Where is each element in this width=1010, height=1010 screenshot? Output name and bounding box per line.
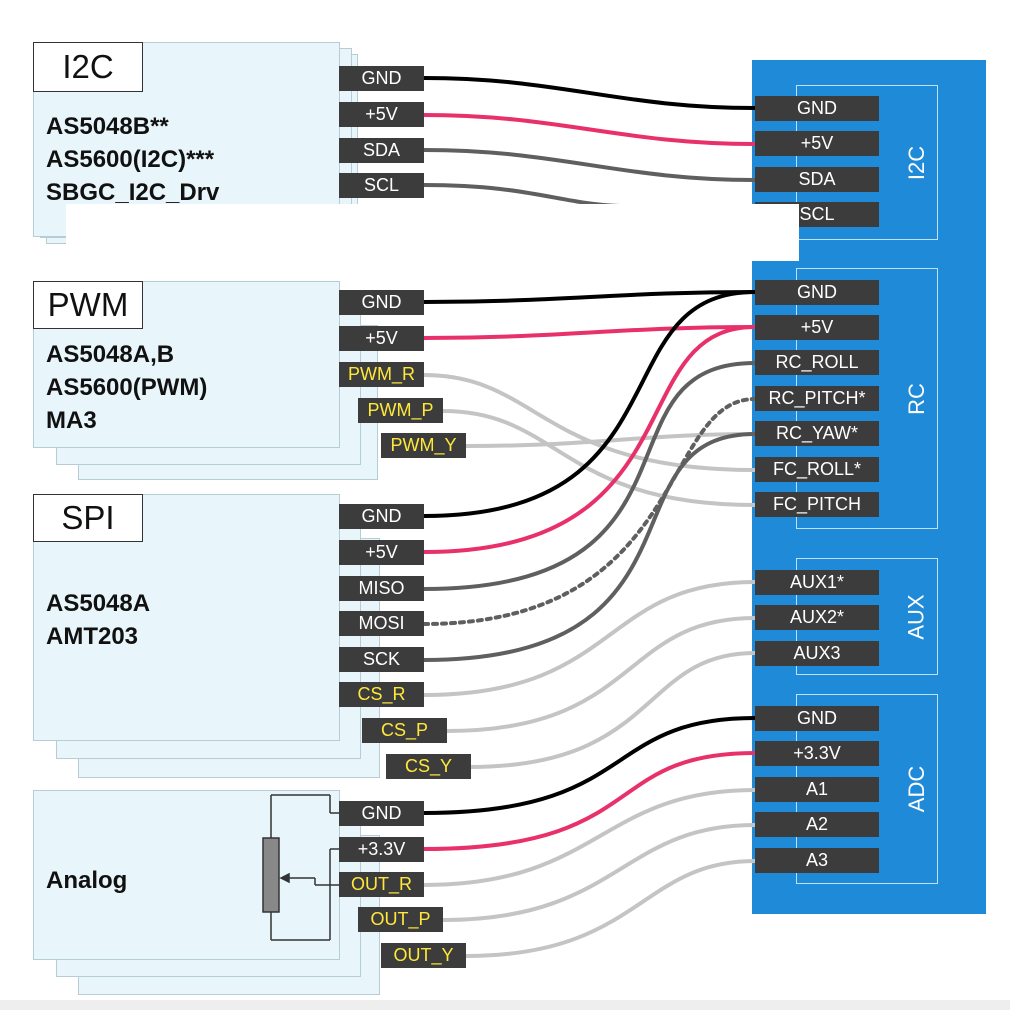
fc-rc-pin-rc-yaw: RC_YAW* bbox=[755, 421, 879, 446]
wire-i2c-gnd bbox=[422, 76, 757, 110]
wire-cs-p-to-aux2 bbox=[445, 616, 757, 733]
wire-pwm-y-to-rc-yaw bbox=[464, 432, 757, 448]
pwm-title: PWM bbox=[33, 281, 143, 329]
analog-pin-out-y: OUT_Y bbox=[381, 943, 466, 968]
wire-i2c-sda bbox=[422, 148, 757, 182]
fc-adc-pin-3v3: +3.3V bbox=[755, 741, 879, 766]
i2c-pin-gnd: GND bbox=[339, 66, 424, 91]
spi-title: SPI bbox=[33, 494, 143, 542]
wire-cs-y-to-aux3 bbox=[468, 651, 757, 769]
wire-sck-to-rc-yaw bbox=[422, 432, 757, 662]
pwm-models: AS5048A,B AS5600(PWM) MA3 bbox=[46, 338, 207, 437]
i2c-pin-sda: SDA bbox=[339, 138, 424, 163]
fc-aux-pin-aux3: AUX3 bbox=[755, 641, 879, 666]
fc-adc-pin-a3: A3 bbox=[755, 848, 879, 873]
pwm-pin-y: PWM_Y bbox=[381, 433, 466, 458]
fc-rc-pin-fc-roll: FC_ROLL* bbox=[755, 457, 879, 482]
i2c-models: AS5048B** AS5600(I2C)*** SBGC_I2C_Drv bbox=[46, 110, 219, 209]
spi-pin-cs-r: CS_R bbox=[339, 682, 424, 707]
wire-cs-r-to-aux1 bbox=[422, 580, 757, 697]
fc-adc-pin-a2: A2 bbox=[755, 812, 879, 837]
i2c-pin-scl: SCL bbox=[339, 173, 424, 198]
spi-model-1: AS5048A bbox=[46, 590, 151, 617]
spi-pin-miso: MISO bbox=[339, 576, 424, 601]
fc-rc-pin-fc-pitch: FC_PITCH bbox=[755, 492, 879, 517]
wire-pwm-r-to-fc-roll bbox=[422, 373, 757, 472]
i2c-title: I2C bbox=[33, 42, 143, 92]
fc-aux-pin-aux1: AUX1* bbox=[755, 570, 879, 595]
wire-i2c-5v bbox=[422, 113, 757, 146]
fc-adc-pin-gnd: GND bbox=[755, 706, 879, 731]
wire-pwm-p-to-fc-pitch bbox=[441, 409, 757, 507]
i2c-port-group bbox=[796, 85, 938, 240]
analog-title: Analog bbox=[46, 867, 128, 894]
fc-rc-pin-rc-pitch: RC_PITCH* bbox=[755, 386, 879, 411]
fc-i2c-pin-gnd: GND bbox=[755, 96, 879, 121]
fc-aux-pin-aux2: AUX2* bbox=[755, 605, 879, 630]
analog-pin-3v3: +3.3V bbox=[339, 837, 424, 862]
spi-models: AS5048A AMT203 bbox=[46, 587, 150, 653]
pwm-pin-p: PWM_P bbox=[358, 398, 443, 423]
fc-rc-pin-gnd: GND bbox=[755, 280, 879, 305]
wire-pwm-5v bbox=[422, 325, 757, 340]
fc-rc-pin-rc-roll: RC_ROLL bbox=[755, 350, 879, 375]
pwm-model-1: AS5048A,B bbox=[46, 341, 175, 368]
spi-pin-5v: +5V bbox=[339, 540, 424, 565]
wire-mosi-to-rc-pitch bbox=[422, 397, 757, 626]
i2c-port-label: I2C bbox=[904, 145, 929, 180]
spi-pin-sck: SCK bbox=[339, 647, 424, 672]
adc-port-label: ADC bbox=[904, 765, 930, 813]
wire-out-r-to-a1 bbox=[422, 788, 757, 887]
spi-model-2: AMT203 bbox=[46, 623, 139, 650]
spi-pin-gnd: GND bbox=[339, 504, 424, 529]
wire-pwm-gnd bbox=[422, 290, 757, 304]
pwm-model-3: MA3 bbox=[46, 407, 97, 434]
pwm-model-2: AS5600(PWM) bbox=[46, 374, 208, 401]
fc-adc-pin-a1: A1 bbox=[755, 777, 879, 802]
i2c-pin-5v: +5V bbox=[339, 102, 424, 127]
analog-pin-out-p: OUT_P bbox=[358, 907, 443, 932]
spi-pin-mosi: MOSI bbox=[339, 611, 424, 636]
wire-out-p-to-a2 bbox=[441, 823, 757, 922]
wire-out-y-to-a3 bbox=[464, 859, 757, 958]
analog-pin-out-r: OUT_R bbox=[339, 872, 424, 897]
wire-miso-to-rc-roll bbox=[422, 361, 757, 591]
pwm-pin-gnd: GND bbox=[339, 290, 424, 315]
bottom-strip bbox=[0, 1000, 1010, 1010]
cutout-strip bbox=[66, 204, 799, 261]
wire-i2c-scl bbox=[422, 183, 622, 208]
fc-i2c-pin-sda: SDA bbox=[755, 167, 879, 192]
pwm-pin-r: PWM_R bbox=[339, 362, 424, 387]
rc-port-label: RC bbox=[904, 382, 929, 415]
spi-pin-cs-p: CS_P bbox=[362, 718, 447, 743]
fc-i2c-pin-5v: +5V bbox=[755, 131, 879, 156]
pwm-pin-5v: +5V bbox=[339, 326, 424, 351]
analog-pin-gnd: GND bbox=[339, 801, 424, 826]
aux-port-label: AUX bbox=[904, 593, 929, 640]
fc-rc-pin-5v: +5V bbox=[755, 315, 879, 340]
wire-analog-gnd bbox=[422, 716, 757, 815]
i2c-model-3: SBGC_I2C_Drv bbox=[46, 179, 220, 206]
wire-spi-gnd bbox=[422, 290, 757, 518]
wire-analog-3v3 bbox=[422, 751, 757, 851]
i2c-model-2: AS5600(I2C)*** bbox=[46, 146, 215, 173]
spi-pin-cs-y: CS_Y bbox=[386, 754, 471, 779]
wire-spi-5v bbox=[422, 325, 757, 554]
i2c-model-1: AS5048B** bbox=[46, 113, 169, 140]
